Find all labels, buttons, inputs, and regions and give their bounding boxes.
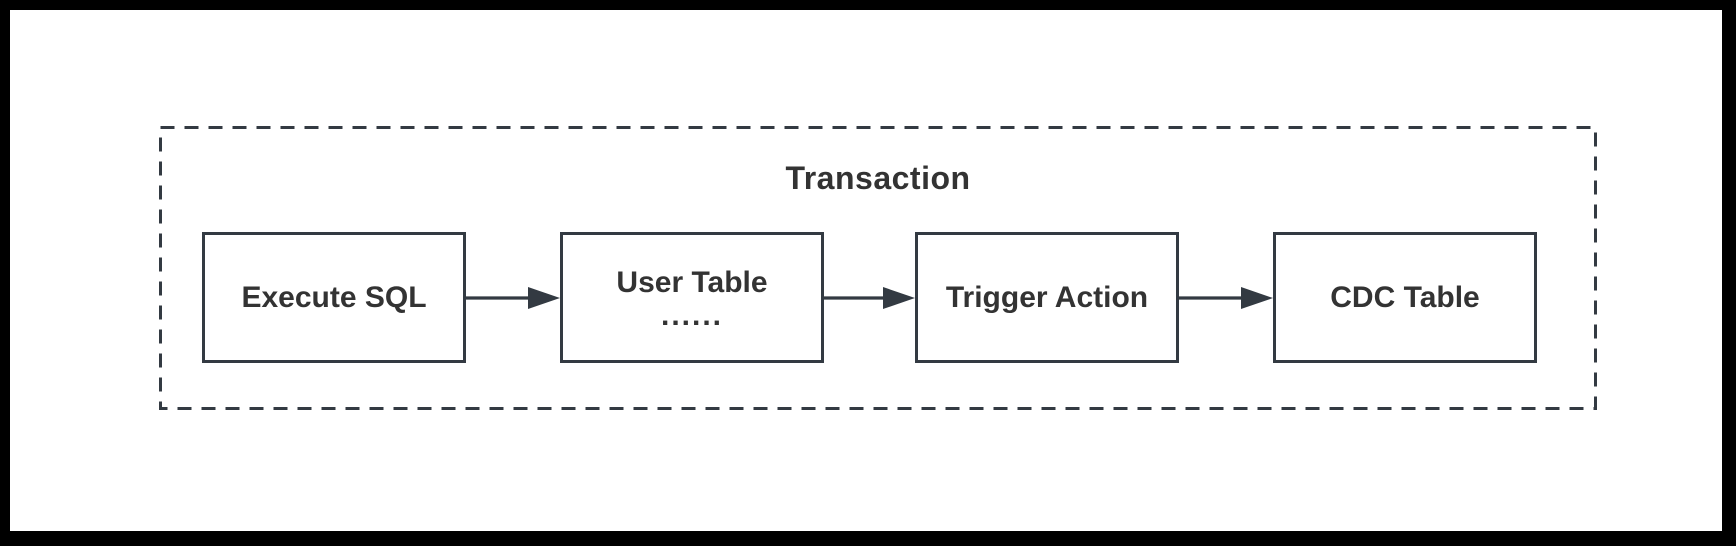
node-label: Trigger Action [945,280,1149,314]
node-user-table: User Table ...... [560,232,824,363]
node-label: Execute SQL [241,280,427,314]
node-trigger-action: Trigger Action [915,232,1179,363]
node-label: User Table [616,265,768,299]
diagram-canvas: Transaction Execute SQL User Table .....… [10,10,1722,531]
node-label: CDC Table [1330,280,1480,314]
transaction-group-border [159,126,1597,410]
node-execute-sql: Execute SQL [202,232,466,363]
arrow-user-table-to-trigger-action [824,287,915,309]
transaction-group-title: Transaction [785,160,971,196]
arrow-execute-sql-to-user-table [466,287,560,309]
node-sublabel: ...... [660,298,723,332]
node-cdc-table: CDC Table [1273,232,1537,363]
arrow-trigger-action-to-cdc-table [1179,287,1273,309]
diagram-lines-layer [159,126,1597,410]
